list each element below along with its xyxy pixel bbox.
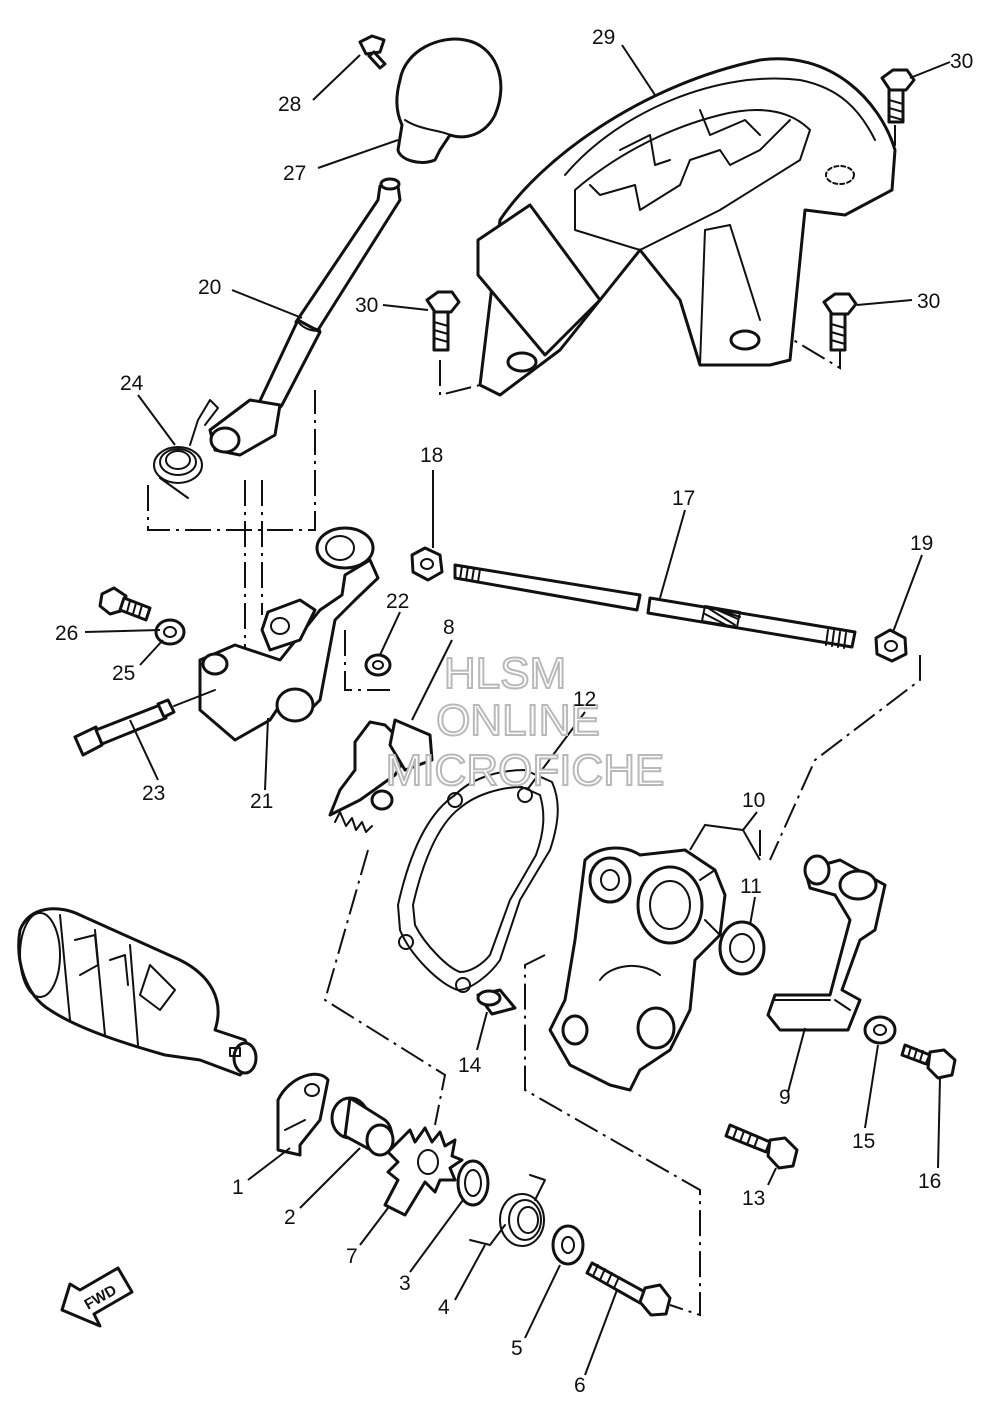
part-23-long-bolt[interactable]	[73, 689, 216, 757]
part-7-star-wheel[interactable]	[383, 1126, 464, 1217]
callout-28: 28	[278, 93, 301, 116]
part-15-washer[interactable]	[863, 1015, 897, 1045]
callout-10: 10	[742, 789, 765, 812]
part-17-shift-rod[interactable]	[453, 563, 857, 649]
fwd-arrow: FWD	[60, 1266, 134, 1328]
callout-5: 5	[511, 1337, 523, 1360]
part-30-bolt-left[interactable]	[425, 290, 461, 352]
callout-30: 30	[355, 294, 378, 317]
callout-23: 23	[142, 782, 165, 805]
callout-15: 15	[852, 1130, 875, 1153]
part-27-shift-knob[interactable]	[395, 37, 503, 164]
leader-lines	[84, 44, 951, 1376]
part-12-gasket[interactable]	[397, 769, 559, 993]
callout-29: 29	[592, 26, 615, 49]
part-30-bolt-top-right[interactable]	[880, 68, 916, 124]
callout-6: 6	[574, 1374, 586, 1397]
part-30-bolt-right[interactable]	[822, 292, 858, 352]
watermark-line-3: MICROFICHE	[386, 746, 665, 795]
callout-22: 22	[386, 590, 409, 613]
part-8-shift-segment[interactable]	[328, 718, 434, 833]
part-21-shift-arm[interactable]	[198, 526, 380, 742]
part-5-washer[interactable]	[551, 1224, 585, 1266]
callout-13: 13	[742, 1187, 765, 1210]
callout-11: 11	[740, 875, 762, 898]
watermark-line-1: HLSM	[444, 649, 566, 698]
callout-19: 19	[910, 532, 933, 555]
callout-21: 21	[250, 790, 273, 813]
part-3-washer[interactable]	[456, 1159, 490, 1207]
callout-20: 20	[198, 276, 221, 299]
callout-18: 18	[420, 444, 443, 467]
part-22-washer[interactable]	[364, 653, 392, 677]
part-9-lever-arm[interactable]	[766, 854, 887, 1032]
part-28-screw[interactable]	[358, 34, 387, 70]
callout-labels: 29 30 30 30 28 27 20 24 18 17 19 22 8 12…	[55, 26, 973, 1397]
part-26-bolt[interactable]	[98, 586, 152, 622]
part-2-collar[interactable]	[330, 1096, 395, 1157]
callout-16: 16	[918, 1170, 941, 1193]
part-20-shift-lever-rod[interactable]	[208, 177, 402, 457]
part-18-nut[interactable]	[410, 546, 444, 582]
part-13-bolt[interactable]	[724, 1123, 799, 1170]
part-14-dowel-pin[interactable]	[476, 988, 517, 1016]
part-25-washer[interactable]	[154, 618, 186, 646]
part-19-nut[interactable]	[874, 628, 908, 663]
callout-24: 24	[120, 372, 144, 395]
callout-8: 8	[443, 616, 455, 639]
watermark-line-2: ONLINE	[436, 696, 600, 745]
callout-1: 1	[232, 1176, 244, 1199]
callout-7: 7	[346, 1245, 358, 1268]
part-6-bolt[interactable]	[585, 1261, 672, 1317]
callout-26: 26	[55, 622, 78, 645]
part-1-stopper[interactable]	[276, 1072, 330, 1157]
callout-17: 17	[672, 487, 695, 510]
part-10-cover[interactable]	[548, 846, 727, 1092]
shift-drum[interactable]	[17, 907, 258, 1077]
callout-27: 27	[283, 162, 306, 185]
watermark: HLSM ONLINE MICROFICHE	[385, 648, 666, 796]
fwd-arrow-icon	[60, 1266, 134, 1328]
part-16-bolt[interactable]	[900, 1043, 957, 1080]
callout-3: 3	[399, 1272, 411, 1295]
callout-4: 4	[438, 1296, 450, 1319]
callout-12: 12	[573, 688, 596, 711]
callout-9: 9	[779, 1086, 791, 1109]
callout-14: 14	[458, 1054, 482, 1077]
callout-25: 25	[112, 662, 135, 685]
assembly-lines	[147, 125, 921, 1317]
part-4-spring[interactable]	[469, 1174, 546, 1247]
part-29-shift-gate-cover[interactable]	[476, 57, 897, 397]
callout-2: 2	[284, 1206, 296, 1229]
callout-30: 30	[917, 290, 940, 313]
part-11-oil-seal[interactable]	[718, 920, 766, 976]
part-24-spring[interactable]	[153, 399, 219, 499]
callout-30: 30	[950, 50, 973, 73]
